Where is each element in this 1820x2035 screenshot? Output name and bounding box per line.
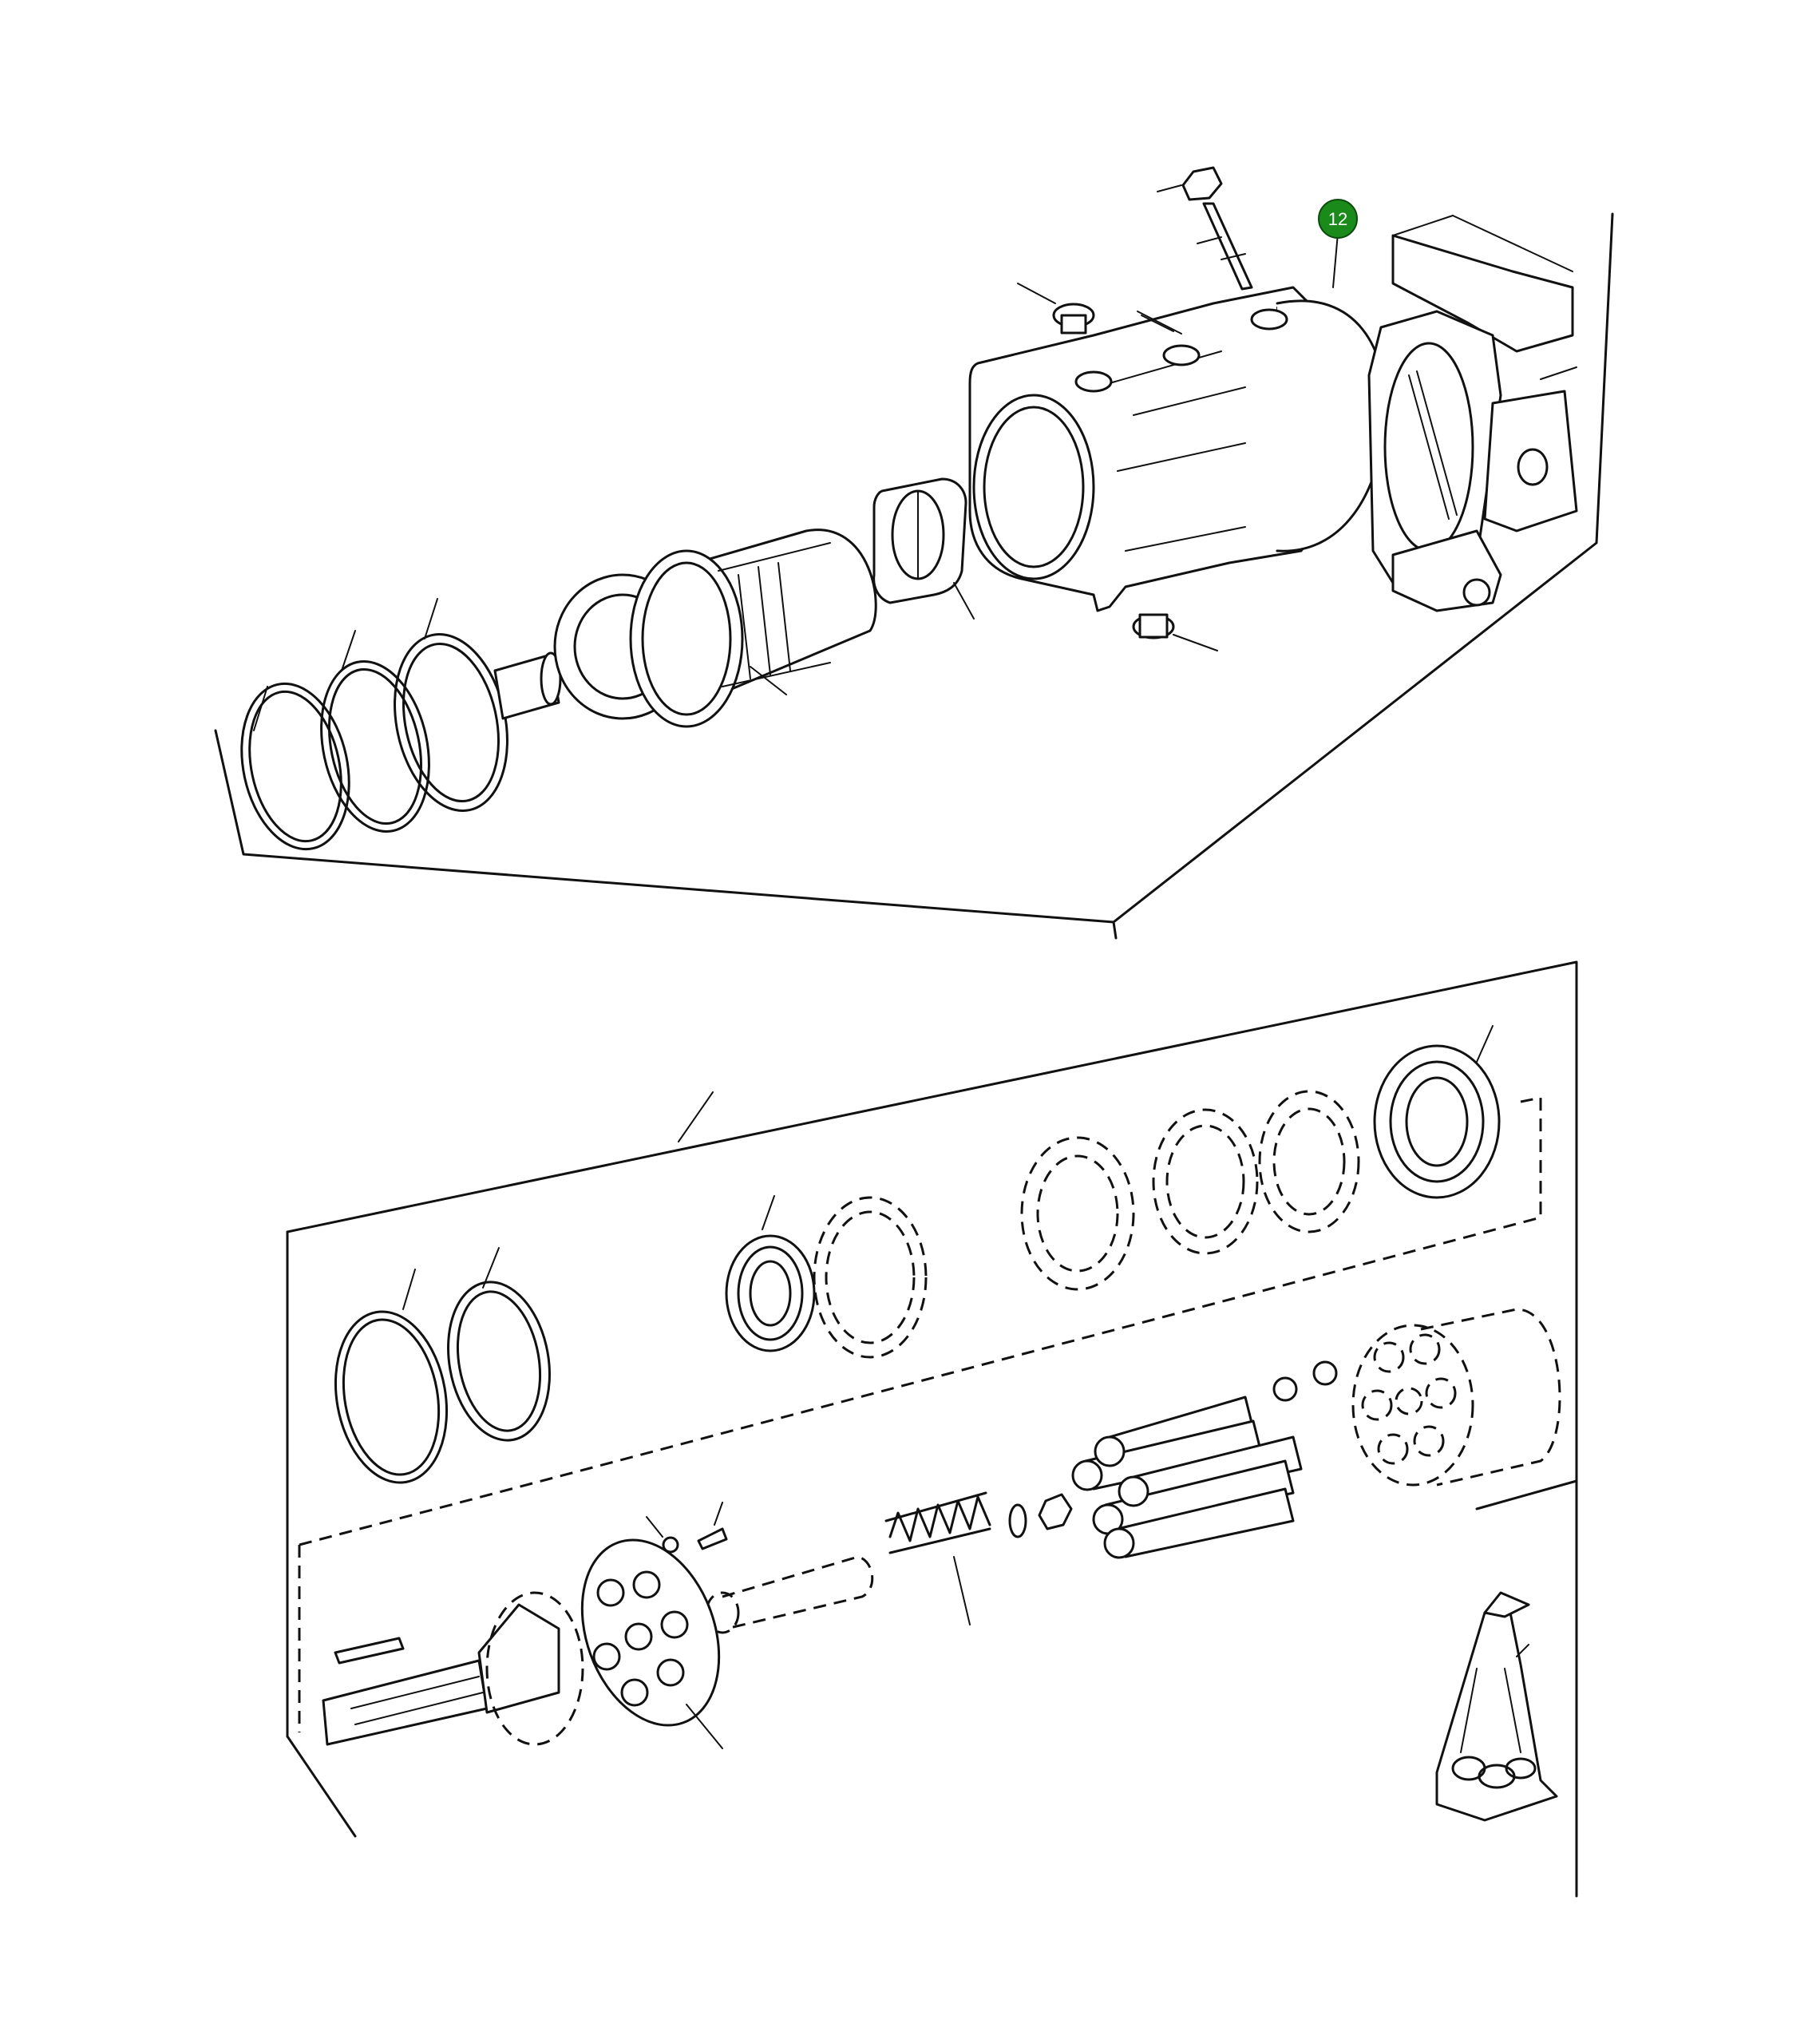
snap-ring-upper <box>240 682 350 851</box>
center-pin-dashed <box>705 1555 874 1634</box>
callout-12[interactable]: 12 <box>1318 199 1358 288</box>
snap-ring-lower <box>334 1269 449 1484</box>
lower-kit-panel <box>286 960 1578 1898</box>
control-plate <box>872 477 975 620</box>
bearing-small <box>725 1195 816 1352</box>
plug-top <box>1017 283 1182 335</box>
plug-bottom <box>1132 613 1218 651</box>
drive-shaft-lower <box>322 1591 584 1746</box>
callout-12-leader <box>1332 232 1339 288</box>
dashed-ring-3 <box>1258 1090 1360 1233</box>
stud-and-nut <box>1157 166 1253 291</box>
bearing-large <box>1373 1025 1501 1199</box>
spring <box>884 1491 991 1625</box>
callout-12-label: 12 <box>1328 209 1347 229</box>
dashed-shim-1 <box>813 1196 928 1359</box>
upper-assembly-panel <box>214 212 1614 940</box>
pump-housing <box>968 286 1387 612</box>
pistons <box>1071 1360 1338 1559</box>
o-ring-upper-1 <box>320 630 430 833</box>
dashed-ring-2 <box>1152 1108 1259 1255</box>
kit-group-divider <box>299 1096 1542 1546</box>
seal-kit-bag <box>1435 1591 1558 1822</box>
rotary-group <box>493 529 877 728</box>
ring-lower <box>447 1247 551 1442</box>
cylinder-block-dashed <box>1351 1308 1561 1487</box>
dashed-bearing-race <box>1020 1136 1135 1291</box>
port-plate-with-regulator <box>1367 215 1578 612</box>
washers <box>1008 1493 1073 1538</box>
retaining-plate <box>580 1502 728 1749</box>
callout-12-badge[interactable] <box>1318 199 1358 239</box>
